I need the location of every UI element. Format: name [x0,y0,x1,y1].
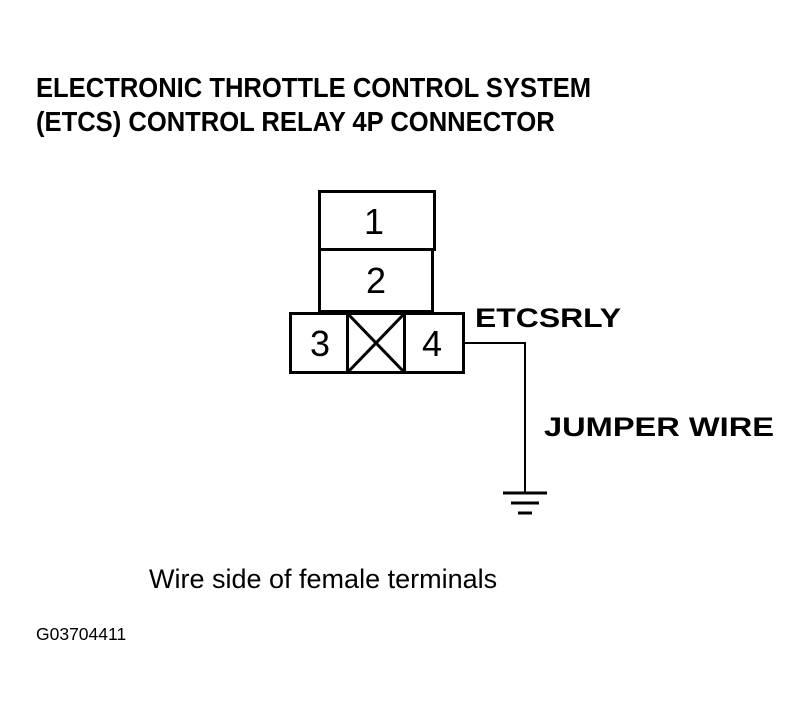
jumper-wire [463,342,526,492]
diagram-title: ELECTRONIC THROTTLE CONTROL SYSTEM (ETCS… [36,71,591,139]
terminal-number-3: 3 [310,323,330,364]
caption: Wire side of female terminals [149,564,498,594]
terminal-number-1: 1 [364,201,384,242]
empty-cavity-cross-b [346,312,406,374]
terminal-number-4: 4 [422,323,442,364]
signal-label: ETCSRLY [475,303,621,333]
ground-icon [503,491,547,515]
title-line-2: (ETCS) CONTROL RELAY 4P CONNECTOR [36,106,555,137]
figure-id: G03704411 [36,624,127,644]
terminal-cell-2 [318,248,434,313]
jumper-wire-label: JUMPER WIRE [544,412,774,442]
title-line-1: ELECTRONIC THROTTLE CONTROL SYSTEM [36,72,592,103]
terminal-number-2: 2 [366,260,386,301]
